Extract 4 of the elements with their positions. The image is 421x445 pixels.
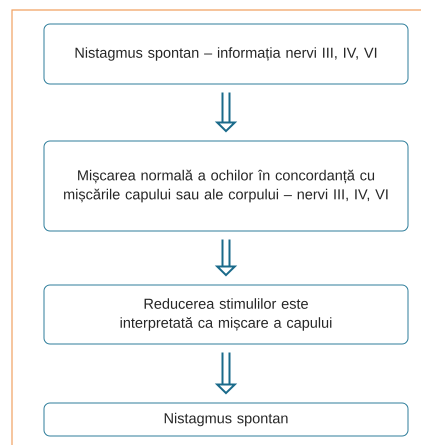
- process-box: Nistagmus spontan: [44, 402, 408, 436]
- process-box: Reducerea stimulilor este interpretată ca mișcare a capului: [44, 284, 408, 344]
- process-box: Nistagmus spontan – informația nervi III, IV, VI: [44, 24, 408, 84]
- process-box: Mișcarea normală a ochilor în concordanță cu mișcările capului sau ale corpului – nervi III, IV, VI: [44, 140, 408, 232]
